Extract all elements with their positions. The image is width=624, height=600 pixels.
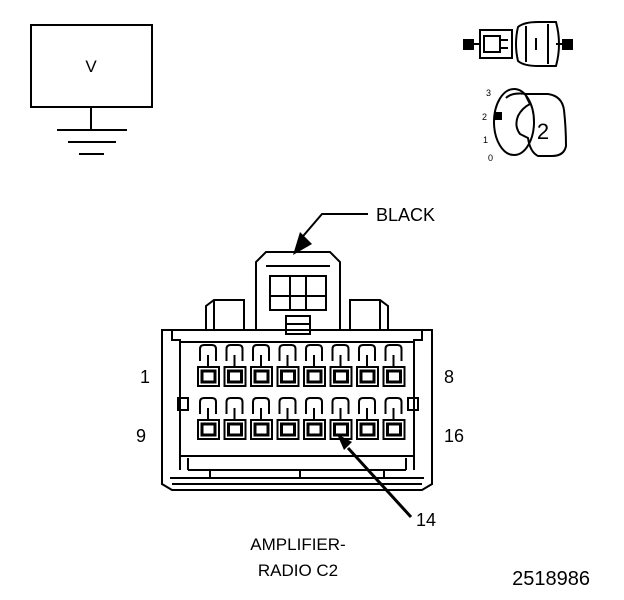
pin-cavity-15 — [356, 397, 379, 440]
pin-callout-label: 14 — [416, 510, 436, 530]
voltmeter-label: V — [85, 57, 97, 76]
ground-icon — [57, 107, 127, 155]
pin-cavity-5 — [303, 344, 326, 387]
connector-side-icon — [463, 21, 573, 67]
row1-right-label: 8 — [444, 367, 454, 387]
pin-cavity-9 — [197, 397, 220, 440]
pin-cavity-2 — [223, 344, 247, 387]
pin-cavity-7 — [356, 344, 379, 387]
row1-left-label: 1 — [140, 367, 150, 387]
pin-cavity-10 — [223, 397, 247, 440]
pin-grid — [197, 344, 406, 440]
color-callout: BLACK — [293, 205, 435, 255]
connector-color-label: BLACK — [376, 205, 435, 225]
pin-cavity-16 — [382, 397, 406, 440]
voltmeter-symbol: V — [30, 24, 153, 155]
key-position-0: 0 — [488, 153, 493, 163]
connector-name-line2: RADIO C2 — [258, 561, 338, 580]
key-position-marker — [494, 112, 502, 120]
pin-cavity-14 — [329, 397, 353, 440]
pin-cavity-12 — [276, 397, 300, 440]
pin-cavity-6 — [329, 344, 353, 387]
figure-number: 2518986 — [512, 568, 590, 590]
pin-callout: 14 — [337, 434, 436, 530]
key-position-1: 1 — [483, 135, 488, 145]
key-position-selected: 2 — [537, 119, 549, 144]
key-position-2: 2 — [482, 112, 487, 122]
callout-arrowhead — [293, 232, 312, 255]
pin-callout-arrowhead — [337, 434, 352, 450]
pin-cavity-8 — [382, 344, 406, 387]
connector-name-line1: AMPLIFIER- — [250, 535, 345, 554]
pin-cavity-11 — [250, 397, 273, 440]
pin-cavity-3 — [250, 344, 273, 387]
row2-left-label: 9 — [136, 426, 146, 446]
pin-cavity-13 — [303, 397, 326, 440]
connector-body — [161, 251, 433, 491]
key-position-icon: 3 2 1 0 2 — [482, 88, 568, 163]
key-position-3: 3 — [486, 88, 491, 98]
pin-cavity-4 — [276, 344, 300, 387]
row2-right-label: 16 — [444, 426, 464, 446]
pin-cavity-1 — [197, 344, 220, 387]
